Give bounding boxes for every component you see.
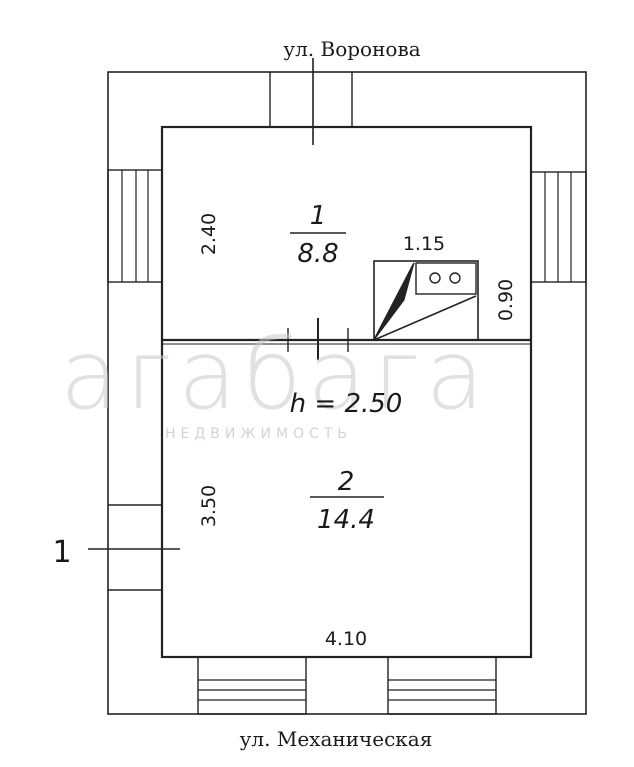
dim-room1-height: 2.40 <box>198 213 220 255</box>
watermark-tagline: НЕДВИЖИМОСТЬ <box>165 426 352 442</box>
street-bottom-label: ул. Механическая <box>240 727 433 751</box>
site-boundary <box>107 71 587 715</box>
right-window <box>530 171 587 283</box>
left-door <box>108 504 162 591</box>
dim-stove-depth: 0.90 <box>495 279 517 321</box>
stove <box>373 260 479 341</box>
ceiling-height: h = 2.50 <box>290 389 403 419</box>
top-entrance <box>269 58 353 145</box>
bottom-entrance <box>197 656 497 715</box>
room1-area: 8.8 <box>297 239 338 269</box>
dim-room2-height: 3.50 <box>198 485 220 527</box>
left-window <box>107 169 163 283</box>
building-outline <box>160 125 533 659</box>
room2-area: 14.4 <box>317 505 375 535</box>
dim-stove-width: 1.15 <box>403 233 445 255</box>
room1-number: 1 <box>310 201 327 231</box>
watermark-brand: агабага <box>60 319 490 431</box>
room2-number: 2 <box>338 467 355 497</box>
section-mark-label: 1 <box>52 535 71 570</box>
dim-width: 4.10 <box>325 628 367 650</box>
street-top-label: ул. Воронова <box>283 37 420 61</box>
interior-door-mark <box>287 318 349 360</box>
